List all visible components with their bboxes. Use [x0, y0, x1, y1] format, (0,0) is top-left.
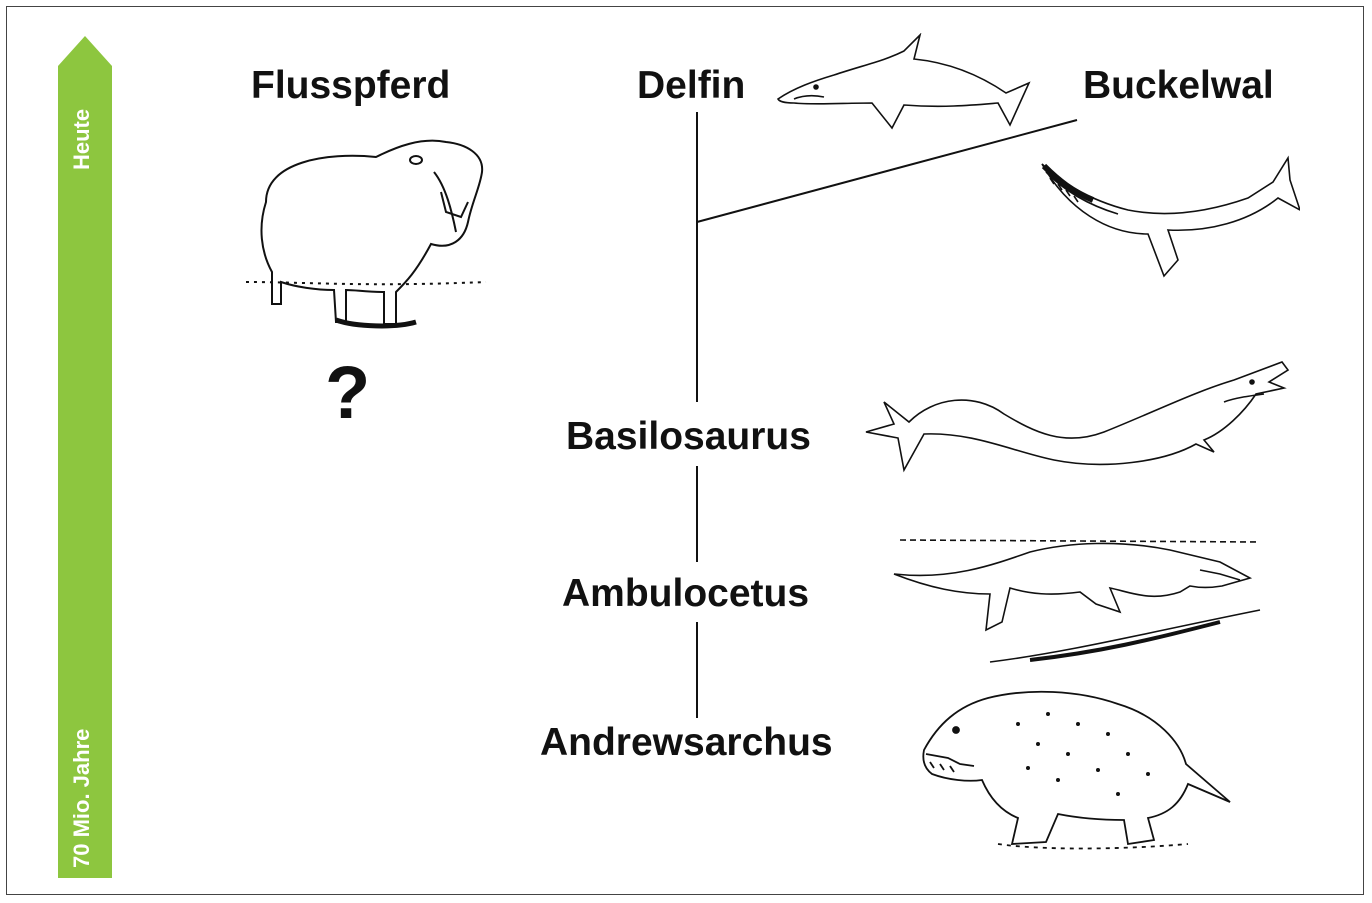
dolphin-icon [774, 33, 1036, 133]
label-ambulocetus: Ambulocetus [562, 572, 809, 616]
label-andrewsarchus: Andrewsarchus [540, 721, 833, 765]
label-buckelwal: Buckelwal [1083, 64, 1274, 108]
humpback-whale-icon [1038, 150, 1300, 280]
label-flusspferd: Flusspferd [251, 64, 450, 108]
ambulocetus-icon [890, 522, 1266, 670]
andrewsarchus-icon [918, 684, 1236, 854]
label-basilosaurus: Basilosaurus [566, 415, 811, 459]
question-mark: ? [325, 350, 370, 435]
lineage-branch-humpback [697, 120, 1077, 222]
label-delfin: Delfin [637, 64, 745, 108]
hippo-icon [246, 132, 494, 334]
basilosaurus-icon [864, 352, 1290, 474]
